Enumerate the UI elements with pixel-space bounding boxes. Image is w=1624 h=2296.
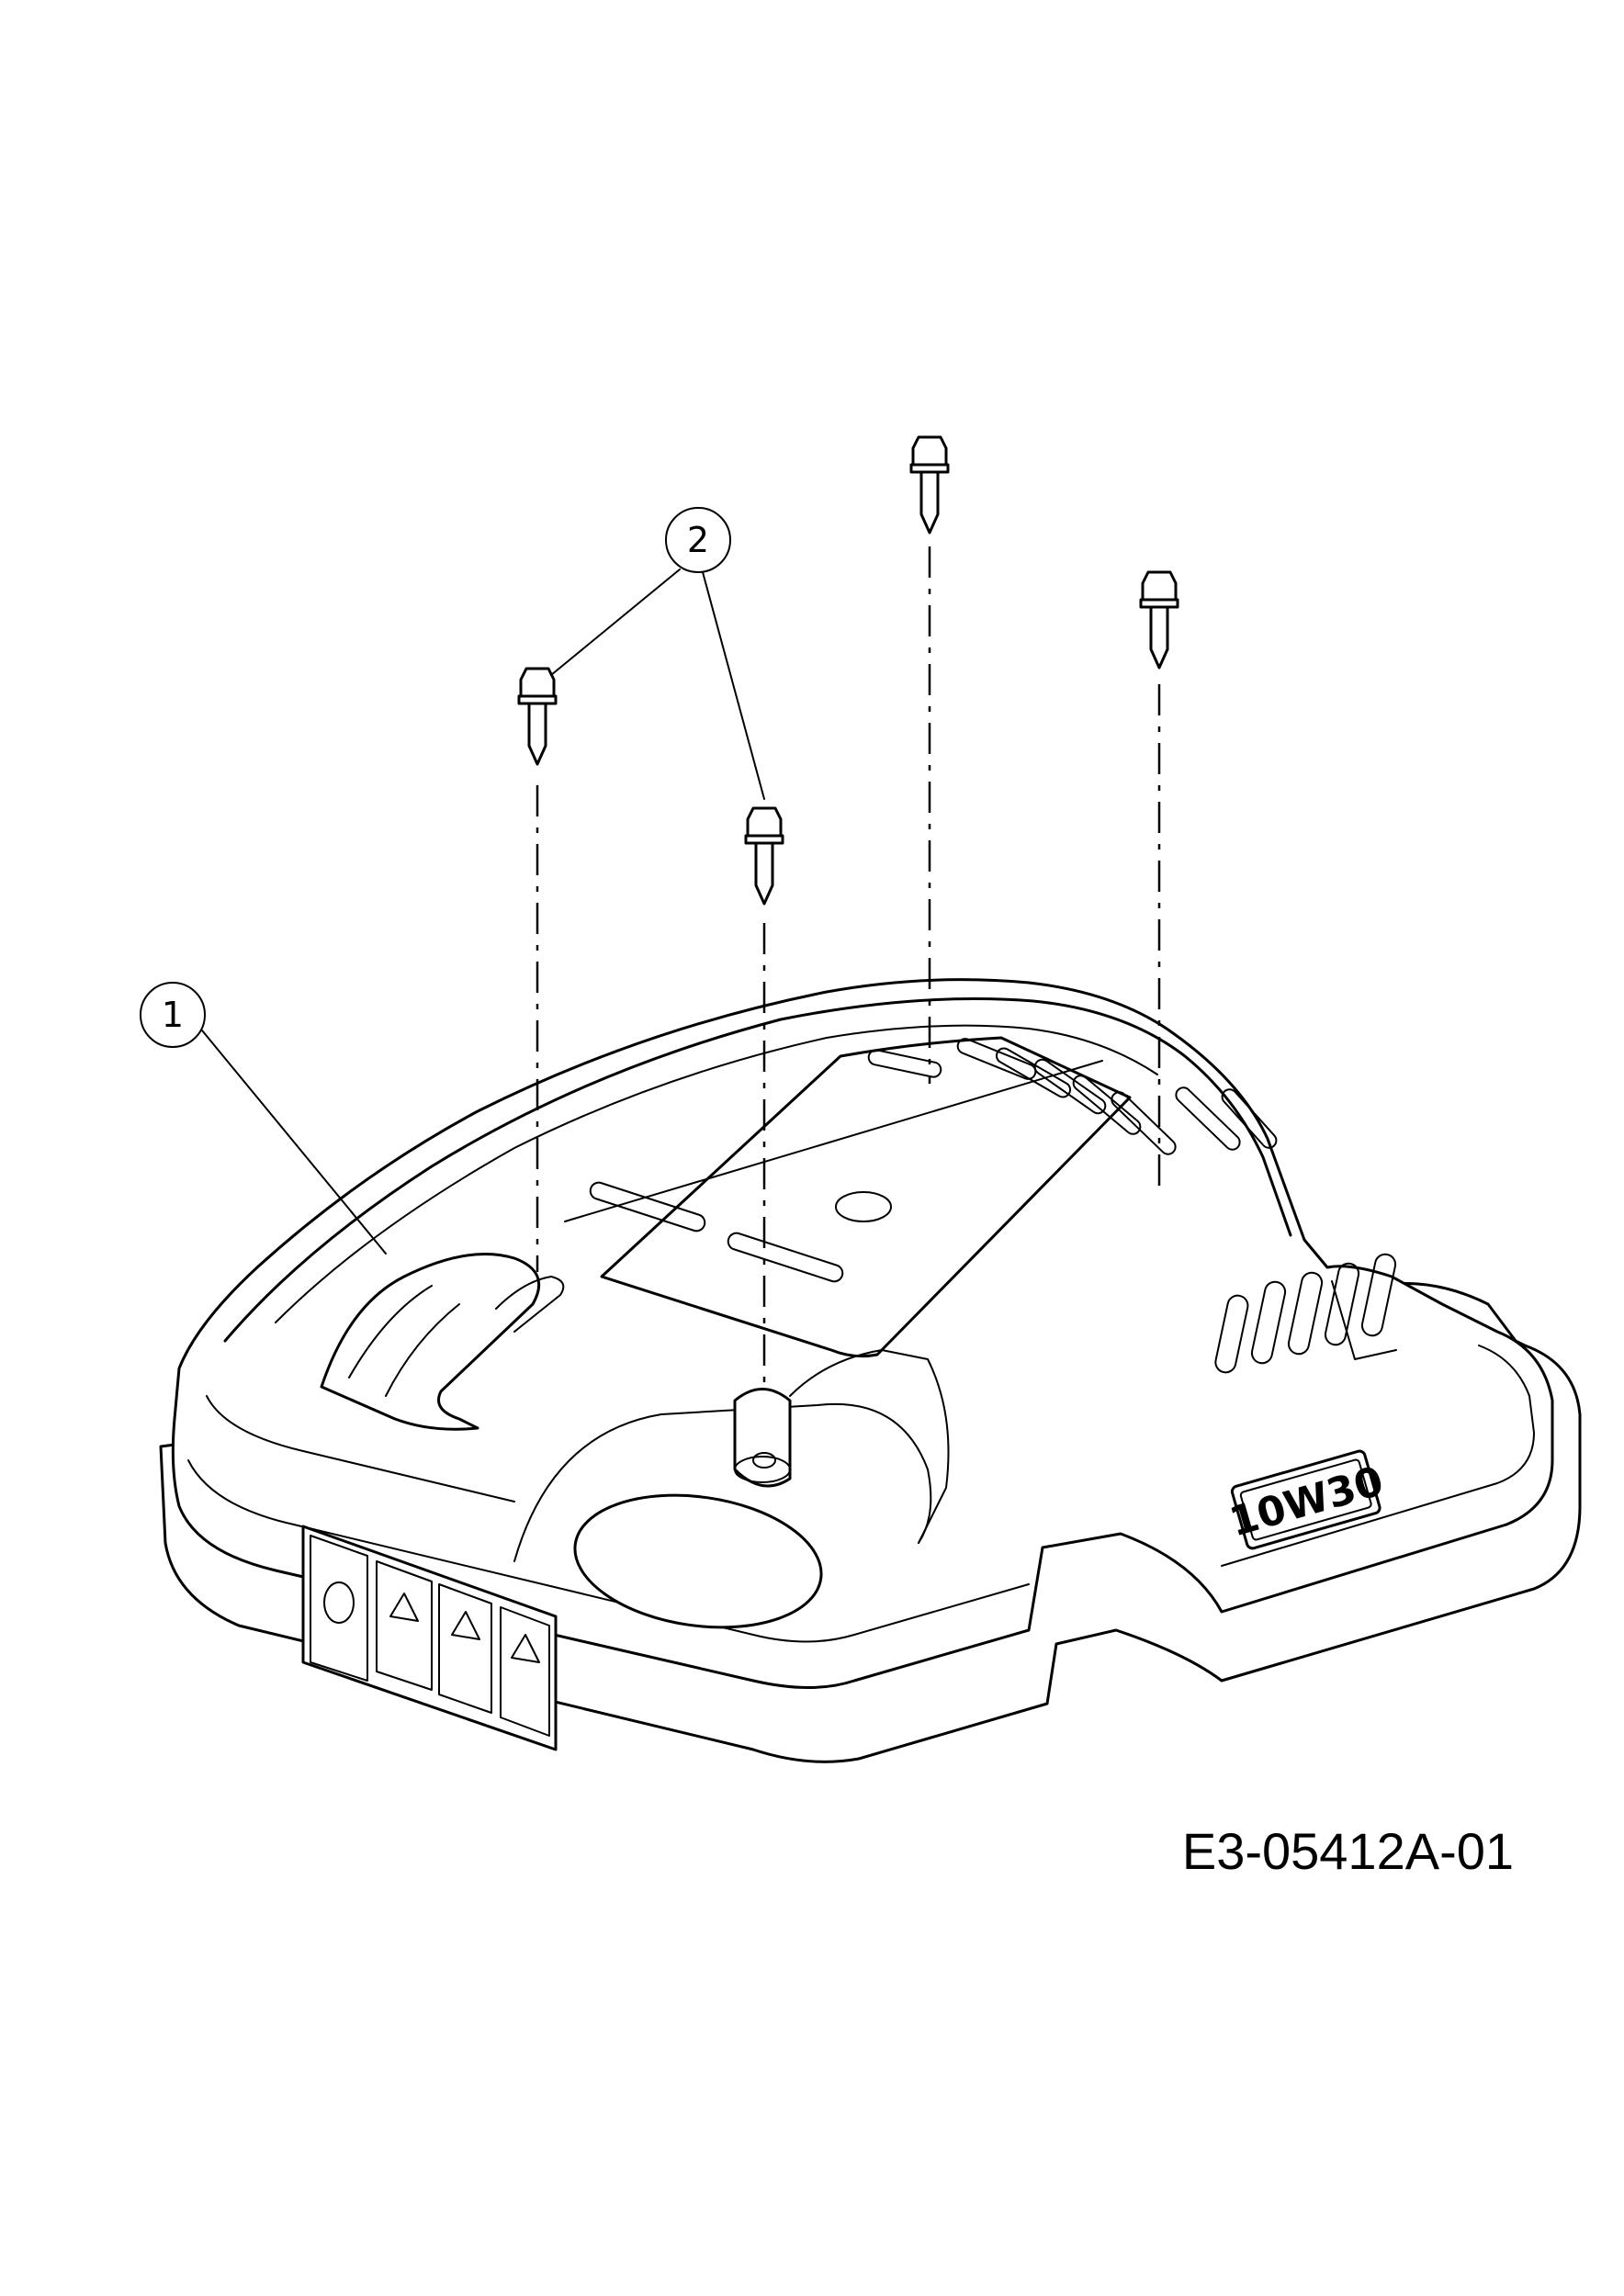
screw: [1139, 570, 1179, 670]
vent-slot: [727, 1232, 844, 1283]
top-left-vents: [589, 1181, 844, 1283]
cover-front-step-1: [187, 1459, 1030, 1643]
glove-icon: [323, 1581, 355, 1624]
vent-slot: [995, 1047, 1072, 1098]
top-right-vents: [867, 1038, 1278, 1155]
vent-slot: [1214, 1294, 1249, 1374]
vent-slot: [1221, 1088, 1278, 1149]
vent-slot: [1175, 1086, 1241, 1151]
callout-2: 2: [550, 507, 765, 800]
vent-slot: [956, 1038, 1037, 1080]
cover-front-step-2: [206, 1395, 515, 1503]
side-vents: [1214, 1253, 1397, 1374]
cover-centre-ridge: [789, 1349, 950, 1544]
label-oval: [835, 1191, 892, 1222]
vent-slot: [589, 1181, 706, 1232]
vent-slot: [1111, 1091, 1177, 1155]
screw: [744, 806, 784, 906]
oil-fill-well: [513, 1402, 932, 1562]
cover-inner-rim: [275, 1024, 1158, 1323]
assembly-lines: [536, 546, 1161, 1391]
top-label-divider: [564, 1060, 1103, 1222]
callout-2-number: 2: [687, 520, 709, 560]
cover-upper-rim: [223, 997, 1292, 1343]
leader-line: [550, 568, 681, 676]
cover-right-step: [1221, 1345, 1535, 1567]
callout-1-number: 1: [162, 995, 184, 1035]
warning-icon: [511, 1634, 540, 1663]
cover-handle-ridge: [348, 1285, 460, 1397]
warning-icon: [451, 1611, 480, 1640]
vent-slot: [1360, 1253, 1397, 1337]
vent-slot: [1287, 1271, 1324, 1356]
screw: [517, 667, 558, 766]
safety-label: [301, 1525, 558, 1751]
warning-icon: [389, 1593, 419, 1622]
screws: [517, 435, 1179, 906]
cover-handle-slot: [495, 1276, 565, 1333]
vent-slot: [1324, 1262, 1360, 1346]
cover-handle: [320, 1253, 541, 1431]
drawing-code: E3-05412A-01: [1182, 1822, 1514, 1880]
mounting-boss: [733, 1388, 792, 1488]
engine-cover: 10W30: [159, 978, 1582, 1763]
callout-1: 1: [140, 982, 387, 1255]
leader-line: [702, 571, 765, 800]
oil-fill-opening: [573, 1493, 823, 1629]
vent-slot: [1250, 1280, 1287, 1365]
screw: [909, 435, 950, 535]
cover-shell: [171, 978, 1554, 1689]
leader-line: [201, 1030, 387, 1255]
cover-right-panel-edge: [1331, 1280, 1397, 1360]
vent-slot: [867, 1049, 942, 1078]
